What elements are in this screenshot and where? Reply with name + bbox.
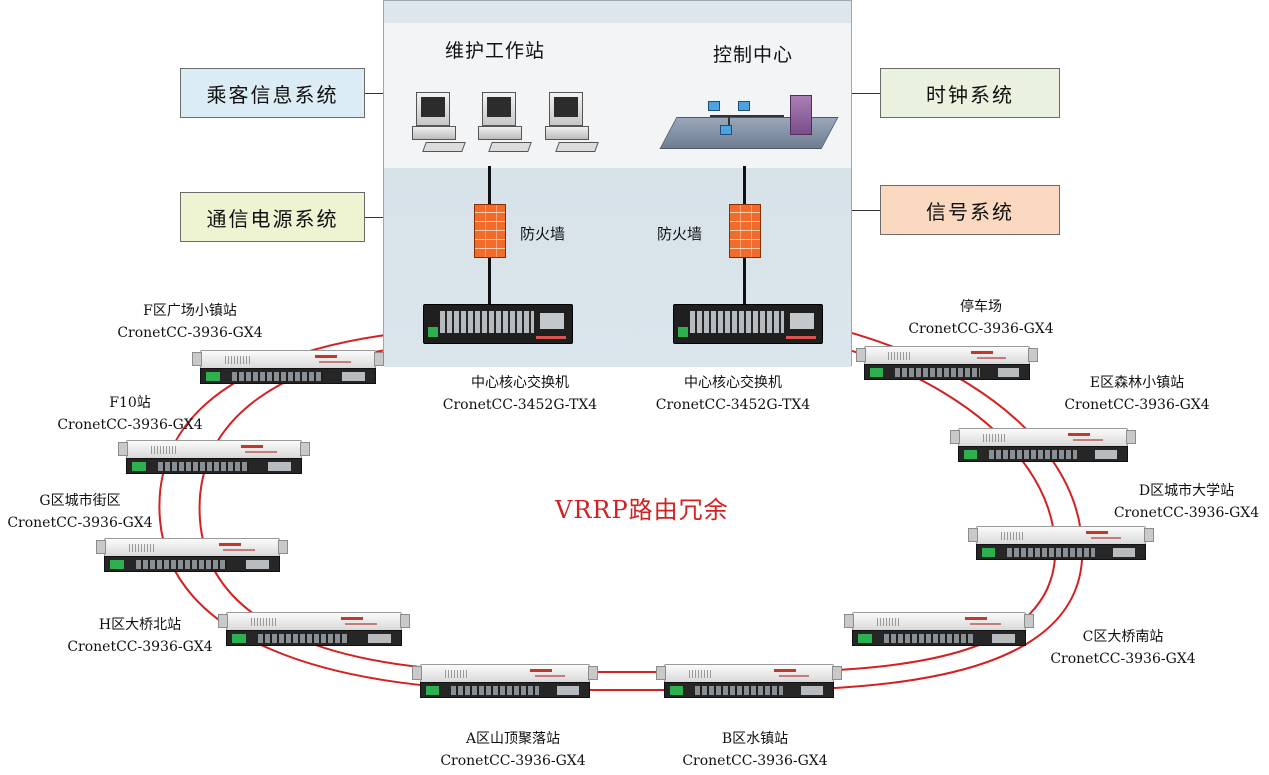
connector-line xyxy=(852,210,880,211)
station-switch xyxy=(192,350,384,386)
core-switch-name: 中心核心交换机 xyxy=(684,375,782,391)
station-switch xyxy=(218,612,410,648)
comm-power-system-box: 通信电源系统 xyxy=(180,192,365,242)
vrrp-label: VRRP路由冗余 xyxy=(555,496,729,524)
station-model: CronetCC-3936-GX4 xyxy=(440,753,586,769)
core-switch xyxy=(423,304,573,344)
station-switch xyxy=(968,526,1154,562)
station-model: CronetCC-3936-GX4 xyxy=(1113,505,1260,521)
station-label: H区大桥北站 CronetCC-3936-GX4 xyxy=(55,614,225,658)
control-network-icon xyxy=(659,95,839,151)
station-label: 停车场 CronetCC-3936-GX4 xyxy=(896,296,1066,340)
station-name: 停车场 xyxy=(960,299,1002,315)
control-center-title: 控制中心 xyxy=(713,44,794,66)
station-name: C区大桥南站 xyxy=(1082,629,1164,645)
connector-line xyxy=(365,93,383,94)
station-switch xyxy=(656,664,842,700)
station-name: F区广场小镇站 xyxy=(143,303,237,319)
clock-system-box: 时钟系统 xyxy=(880,68,1060,118)
workstation-pc-icon xyxy=(412,92,466,156)
station-switch xyxy=(844,612,1034,648)
passenger-info-system-box: 乘客信息系统 xyxy=(180,68,365,118)
station-name: A区山顶聚落站 xyxy=(465,731,561,747)
firewall-icon xyxy=(474,204,506,258)
station-label: C区大桥南站 CronetCC-3936-GX4 xyxy=(1038,626,1208,670)
station-label: F区广场小镇站 CronetCC-3936-GX4 xyxy=(105,300,275,344)
station-switch xyxy=(950,428,1136,464)
station-switch xyxy=(96,538,288,574)
connector-line xyxy=(365,217,383,218)
station-switch xyxy=(412,664,598,700)
station-name: E区森林小镇站 xyxy=(1089,375,1185,391)
station-name: D区城市大学站 xyxy=(1138,483,1235,499)
station-model: CronetCC-3936-GX4 xyxy=(1050,651,1196,667)
station-name: B区水镇站 xyxy=(721,731,789,747)
firewall-icon xyxy=(729,204,761,258)
station-switch xyxy=(856,346,1038,382)
station-label: G区城市街区 CronetCC-3936-GX4 xyxy=(0,490,160,534)
station-name: G区城市街区 xyxy=(39,493,121,509)
firewall-label: 防火墙 xyxy=(520,225,566,243)
signal-system-box: 信号系统 xyxy=(880,185,1060,235)
station-model: CronetCC-3936-GX4 xyxy=(57,417,203,433)
station-model: CronetCC-3936-GX4 xyxy=(117,325,263,341)
connector-line xyxy=(852,93,880,94)
maintenance-workstation-title: 维护工作站 xyxy=(445,40,546,62)
station-model: CronetCC-3936-GX4 xyxy=(682,753,828,769)
station-model: CronetCC-3936-GX4 xyxy=(67,639,213,655)
core-switch xyxy=(673,304,823,344)
station-label: E区森林小镇站 CronetCC-3936-GX4 xyxy=(1052,372,1222,416)
core-switch-name: 中心核心交换机 xyxy=(471,375,569,391)
station-switch xyxy=(118,440,310,476)
station-name: F10站 xyxy=(109,395,151,411)
station-label: B区水镇站 CronetCC-3936-GX4 xyxy=(670,728,840,772)
station-label: F10站 CronetCC-3936-GX4 xyxy=(45,392,215,436)
workstation-pc-icon xyxy=(545,92,599,156)
core-switch-label: 中心核心交换机 CronetCC-3452G-TX4 xyxy=(653,372,813,416)
station-model: CronetCC-3936-GX4 xyxy=(1064,397,1210,413)
station-model: CronetCC-3936-GX4 xyxy=(908,321,1054,337)
station-name: H区大桥北站 xyxy=(98,617,182,633)
core-switch-model: CronetCC-3452G-TX4 xyxy=(442,397,598,413)
station-model: CronetCC-3936-GX4 xyxy=(7,515,153,531)
firewall-label: 防火墙 xyxy=(657,225,703,243)
station-label: A区山顶聚落站 CronetCC-3936-GX4 xyxy=(428,728,598,772)
station-label: D区城市大学站 CronetCC-3936-GX4 xyxy=(1104,480,1269,524)
core-switch-label: 中心核心交换机 CronetCC-3452G-TX4 xyxy=(440,372,600,416)
core-switch-model: CronetCC-3452G-TX4 xyxy=(655,397,811,413)
workstation-pc-icon xyxy=(478,92,532,156)
